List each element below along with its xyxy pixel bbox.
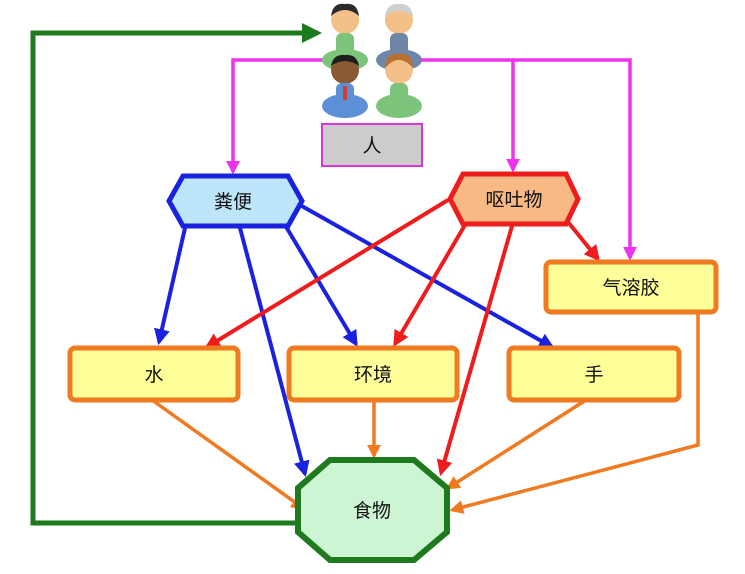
food-node [295, 457, 450, 563]
arrow-people-to-aerosol [513, 58, 637, 261]
person-icon [322, 54, 368, 118]
arrow-people-to-vomit [410, 58, 520, 173]
arrow-vomit-to-environment [393, 223, 467, 347]
arrow-vomit-to-aerosol [566, 220, 601, 262]
environment-node [286, 345, 460, 403]
people-arrows [226, 58, 637, 261]
aerosol-node [543, 259, 719, 315]
people-box [321, 123, 423, 167]
vomit-node [447, 171, 581, 227]
hands-node [506, 345, 682, 403]
water-label: 水 [144, 364, 163, 386]
feces-arrows [154, 203, 555, 478]
environment-label: 环境 [354, 364, 392, 386]
arrow-vomit-to-water [204, 198, 450, 349]
arrow-vomit-to-food [436, 225, 514, 477]
hands-label: 手 [584, 364, 603, 386]
feces-node [166, 173, 305, 229]
arrow-people-to-feces [226, 58, 343, 175]
arrow-water-to-food [150, 398, 306, 510]
arrow-feces-to-environment [283, 223, 358, 347]
arrow-feces-to-water [154, 227, 187, 346]
arrow-aerosol-to-food [449, 312, 700, 514]
people-label: 人 [362, 135, 381, 157]
vomit-label: 呕吐物 [485, 189, 542, 211]
people-icon [322, 3, 422, 118]
person-icon [376, 53, 422, 118]
arrow-food-to-people [30, 23, 322, 526]
arrow-hands-to-food [445, 398, 587, 490]
to-food-arrows [150, 312, 700, 514]
aerosol-label: 气溶胶 [602, 277, 659, 299]
food-label: 食物 [353, 500, 391, 522]
feces-label: 粪便 [214, 191, 252, 213]
vomit-arrows [204, 198, 601, 477]
water-node [67, 345, 241, 403]
arrow-feces-to-hands [299, 203, 555, 349]
arrow-feces-to-food [238, 227, 310, 478]
